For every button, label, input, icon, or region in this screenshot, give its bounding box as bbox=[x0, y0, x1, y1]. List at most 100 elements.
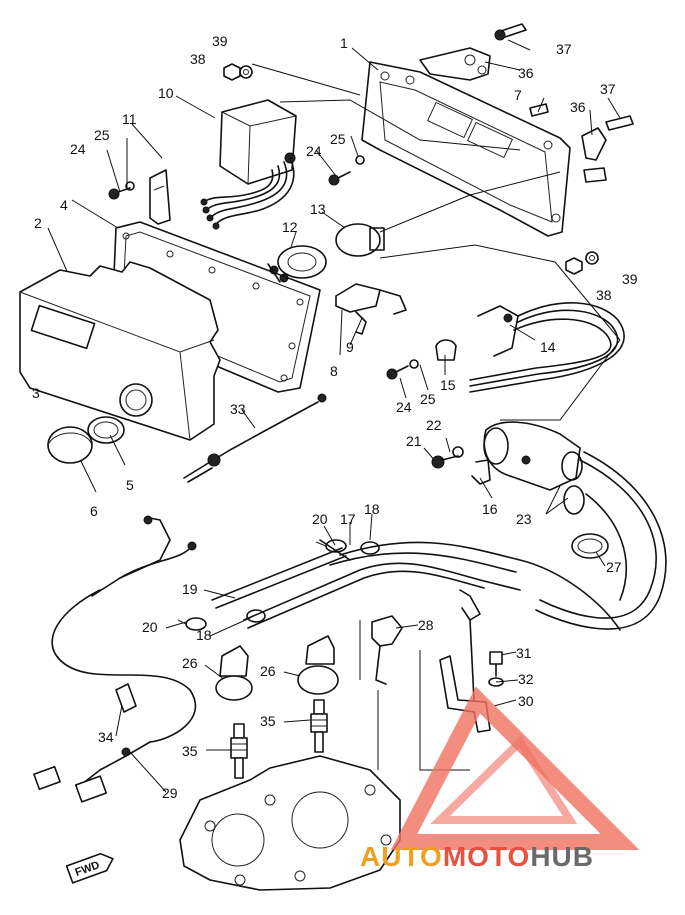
callout-10: 10 bbox=[158, 85, 174, 101]
part-20-clip-lower bbox=[177, 617, 207, 631]
part-35-spark-plug-right bbox=[310, 699, 328, 753]
part-25-washer-left bbox=[125, 181, 135, 191]
callout-25c: 25 bbox=[420, 391, 436, 407]
part-11-bracket bbox=[149, 169, 171, 225]
callout-32: 32 bbox=[518, 671, 534, 687]
part-6-cap bbox=[47, 426, 93, 464]
part-34-connector bbox=[115, 683, 137, 713]
callout-18b: 18 bbox=[196, 627, 212, 643]
callout-1: 1 bbox=[340, 35, 348, 51]
svg-text:AUTOMOTOHUB: AUTOMOTOHUB bbox=[360, 841, 594, 872]
part-12-switch bbox=[267, 245, 327, 283]
callout-37b: 37 bbox=[600, 81, 616, 97]
watermark-triangle-icon bbox=[390, 686, 640, 850]
callout-20b: 20 bbox=[142, 619, 158, 635]
callout-26a: 26 bbox=[182, 655, 198, 671]
part-32-washer bbox=[488, 677, 504, 687]
part-38-nut-right bbox=[565, 257, 583, 275]
part-1-bracket-plate bbox=[361, 47, 571, 237]
part-28-bracket bbox=[371, 615, 403, 685]
callout-20a: 20 bbox=[312, 511, 328, 527]
callout-36b: 36 bbox=[570, 99, 586, 115]
part-5-grommet bbox=[87, 416, 125, 444]
callout-25a: 25 bbox=[94, 127, 110, 143]
callout-25b: 25 bbox=[330, 131, 346, 147]
callout-11: 11 bbox=[122, 111, 137, 127]
callout-26b: 26 bbox=[260, 663, 276, 679]
callout-21: 21 bbox=[406, 433, 422, 449]
watermark-auto: AUTO bbox=[360, 841, 443, 872]
callout-36a: 36 bbox=[518, 65, 534, 81]
part-2-cover bbox=[19, 261, 221, 441]
callout-4: 4 bbox=[60, 197, 68, 213]
callout-35a: 35 bbox=[260, 713, 276, 729]
part-21-screw bbox=[431, 455, 459, 469]
callout-38a: 38 bbox=[190, 51, 206, 67]
part-22-washer bbox=[452, 446, 464, 458]
part-10-cdi-unit bbox=[200, 99, 297, 230]
part-29-harness bbox=[33, 515, 197, 803]
callout-31: 31 bbox=[516, 645, 532, 661]
callout-35b: 35 bbox=[182, 743, 198, 759]
callout-3: 3 bbox=[32, 385, 40, 401]
part-25-washer-mid bbox=[355, 155, 365, 165]
part-37-bolt-top bbox=[494, 23, 527, 41]
part-15-clamp bbox=[435, 339, 457, 361]
callout-22: 22 bbox=[426, 417, 442, 433]
part-18-clamp-top bbox=[360, 541, 380, 555]
callout-13: 13 bbox=[310, 201, 326, 217]
callout-6: 6 bbox=[90, 503, 98, 519]
part-39-washer-top bbox=[239, 65, 253, 79]
part-35-spark-plug-left bbox=[230, 723, 248, 779]
callout-12: 12 bbox=[282, 219, 298, 235]
callout-39a: 39 bbox=[212, 33, 228, 49]
callout-9: 9 bbox=[346, 339, 354, 355]
part-9-clip bbox=[355, 311, 367, 335]
part-14-wire-harness bbox=[469, 302, 625, 393]
part-33-lead-wire bbox=[183, 393, 327, 483]
cylinder-head bbox=[179, 755, 401, 891]
callout-37a: 37 bbox=[556, 41, 572, 57]
part-31-bolt bbox=[489, 651, 503, 677]
callout-23: 23 bbox=[516, 511, 532, 527]
part-38-nut-top bbox=[223, 63, 241, 81]
part-23-plug-caps bbox=[561, 451, 585, 515]
callout-38b: 38 bbox=[596, 287, 612, 303]
callout-2: 2 bbox=[34, 215, 42, 231]
callout-16: 16 bbox=[482, 501, 498, 517]
part-19-high-tension-cord bbox=[211, 547, 521, 629]
part-24-screw-lower bbox=[386, 365, 409, 380]
part-24-screw-mid bbox=[328, 171, 351, 186]
part-36-clamp-right bbox=[581, 127, 607, 183]
part-7-screw bbox=[529, 103, 549, 117]
part-25-washer-lower bbox=[409, 359, 419, 369]
callout-24c: 24 bbox=[396, 399, 412, 415]
part-16-ignition-coil bbox=[471, 421, 581, 491]
part-27-hose-clamp bbox=[571, 533, 609, 559]
part-37-bolt-right bbox=[605, 115, 634, 131]
part-20-clip-top bbox=[315, 539, 347, 553]
watermark-hub: HUB bbox=[530, 841, 594, 872]
callout-18a: 18 bbox=[364, 501, 380, 517]
part-17-high-tension-cord bbox=[319, 451, 667, 631]
callout-28: 28 bbox=[418, 617, 434, 633]
callout-14: 14 bbox=[540, 339, 556, 355]
part-18-clamp-lower bbox=[246, 609, 266, 623]
callout-15: 15 bbox=[440, 377, 456, 393]
callout-labels: 1 2 3 4 5 6 7 8 9 10 11 12 13 14 15 16 1… bbox=[32, 33, 638, 801]
callout-19: 19 bbox=[182, 581, 198, 597]
callout-17: 17 bbox=[340, 511, 356, 527]
watermark-triangle-inner-icon bbox=[430, 735, 578, 824]
part-24-screw-left bbox=[108, 187, 131, 200]
callout-34: 34 bbox=[98, 729, 114, 745]
part-26-plug-cap-left bbox=[215, 645, 253, 701]
part-30-sensor bbox=[439, 589, 491, 733]
callout-5: 5 bbox=[126, 477, 134, 493]
part-39-washer-right bbox=[585, 251, 599, 265]
part-13-connector bbox=[335, 223, 385, 257]
part-8-connector bbox=[335, 283, 407, 315]
callout-30: 30 bbox=[518, 693, 534, 709]
callout-8: 8 bbox=[330, 363, 338, 379]
callout-33: 33 bbox=[230, 401, 246, 417]
